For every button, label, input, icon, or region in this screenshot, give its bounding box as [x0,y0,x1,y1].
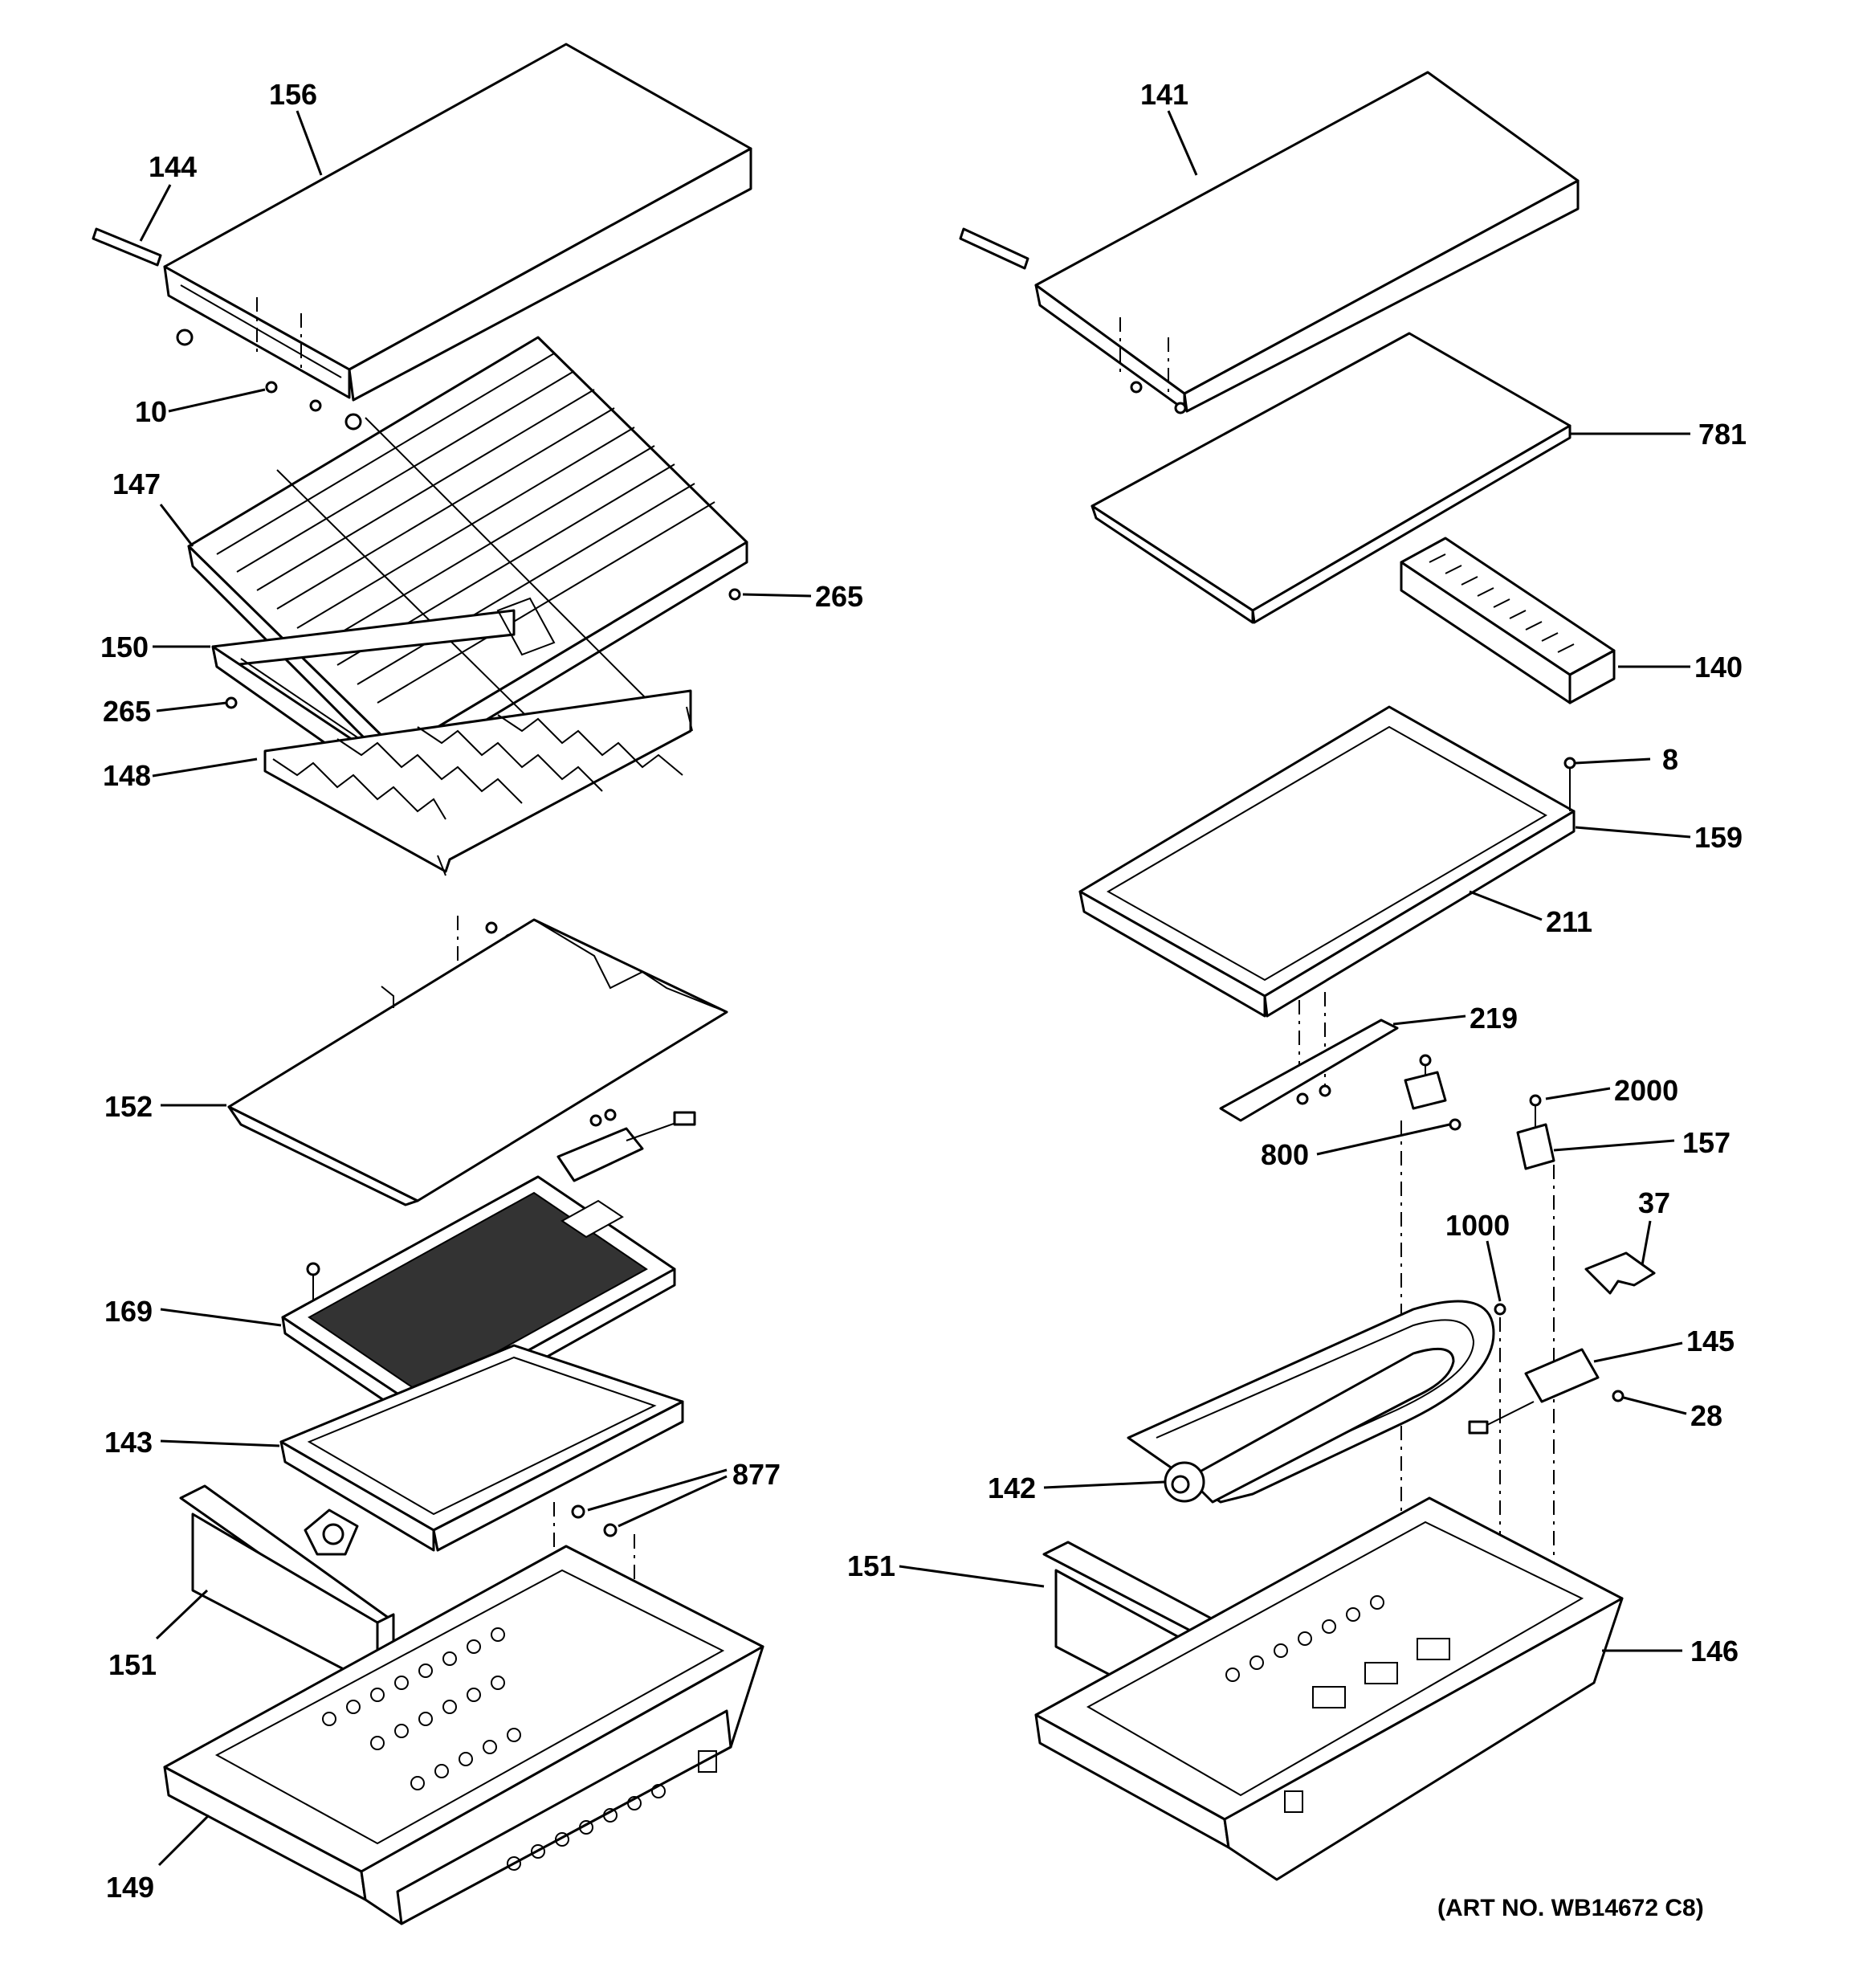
part-152-drip-pan [227,916,728,1206]
callout-211: 211 [1546,905,1592,938]
callout-800: 800 [1261,1138,1309,1171]
callout-151a: 151 [108,1648,157,1681]
callout-144: 144 [149,150,197,183]
callout-28: 28 [1690,1399,1722,1432]
callout-141: 141 [1140,78,1188,111]
callout-169: 169 [104,1295,153,1328]
callout-265a: 265 [815,580,863,613]
part-159-griddle-pan [1078,705,1576,1018]
part-rod-right [959,227,1029,270]
part-265-screws [225,588,741,709]
callout-219: 219 [1470,1002,1518,1035]
callout-149: 149 [106,1871,154,1904]
part-219-bracket [1219,992,1399,1122]
callout-140: 140 [1694,651,1743,684]
callout-151b: 151 [847,1549,895,1582]
part-140-grease-trough [1400,537,1616,704]
leader-lines [139,110,1691,1867]
part-142-burner [1127,1300,1495,1504]
callout-146: 146 [1690,1635,1739,1668]
callout-2000: 2000 [1614,1074,1678,1107]
callout-159: 159 [1694,821,1743,854]
part-143-burner-base [279,1262,684,1556]
part-157-bracket [1516,1094,1555,1602]
callout-37: 37 [1638,1186,1670,1219]
part-146-drawer-box-right [1034,1496,1624,1881]
callout-156: 156 [269,78,317,111]
part-156-grill-cover [163,43,752,402]
callout-147: 147 [112,467,161,500]
part-145-ignition-module [1468,1348,1625,1435]
part-1000-screw [1494,1303,1506,1598]
art-number: (ART NO. WB14672 C8) [1437,1895,1704,1921]
callout-877: 877 [732,1458,781,1491]
part-10-screws [176,297,362,431]
callout-148: 148 [103,759,151,792]
part-37-clip [1584,1251,1656,1295]
callout-1000: 1000 [1445,1209,1510,1242]
part-148-radiant [263,689,693,876]
callout-145: 145 [1686,1325,1735,1357]
part-141-griddle-cover [1034,71,1580,414]
callout-labels: 156 144 10 147 265 150 265 148 152 169 1… [100,78,1747,1921]
part-781-griddle-plate [1090,332,1572,624]
callout-142: 142 [988,1472,1036,1504]
part-149-drawer-box-left [163,1545,764,1925]
callout-152: 152 [104,1090,153,1123]
callout-781: 781 [1698,418,1747,451]
part-ignition-module-left [556,1108,696,1182]
callout-157: 157 [1682,1126,1731,1159]
part-144-rod [92,227,162,267]
part-800-bracket [1400,1054,1461,1518]
callout-10: 10 [135,395,167,428]
callout-150: 150 [100,631,149,663]
callout-265b: 265 [103,695,151,728]
callout-143: 143 [104,1426,153,1459]
callout-8: 8 [1662,743,1678,776]
